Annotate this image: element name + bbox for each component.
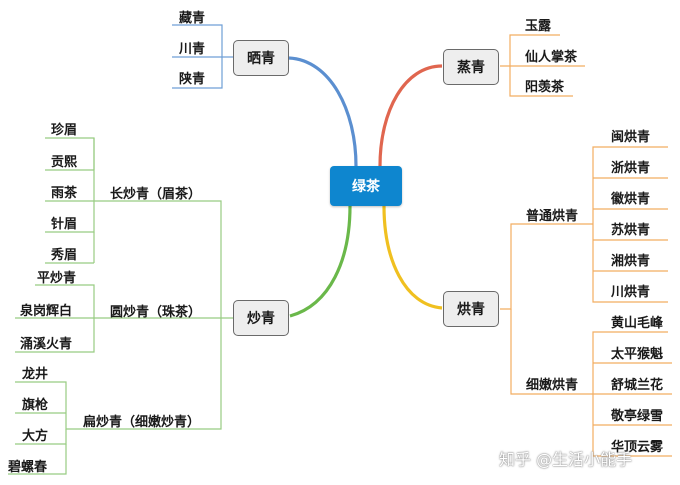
shaiqing-leaf-lines <box>172 24 233 89</box>
leaf-node[interactable]: 藏青 <box>179 11 206 26</box>
branch-chaoqing[interactable]: 炒青 <box>233 300 289 336</box>
leaf-node[interactable]: 龙井 <box>22 367 49 382</box>
leaf-node[interactable]: 舒城兰花 <box>611 378 664 393</box>
leaf-node[interactable]: 碧螺春 <box>8 460 48 475</box>
branch-shaiqing-label: 晒青 <box>247 51 275 67</box>
leaf-node[interactable]: 黄山毛峰 <box>611 316 664 331</box>
watermark-text: 知乎 @生活小能手 <box>499 450 633 469</box>
sub-branch[interactable]: 扁炒青（细嫩炒青） <box>83 415 201 430</box>
leaf-node[interactable]: 大方 <box>22 429 49 444</box>
leaf-node[interactable]: 徽烘青 <box>611 192 651 207</box>
leaf-node[interactable]: 川青 <box>179 42 206 57</box>
leaf-node[interactable]: 涌溪火青 <box>20 337 73 352</box>
leaf-node[interactable]: 针眉 <box>51 217 78 232</box>
branch-zhengqing[interactable]: 蒸青 <box>443 49 499 85</box>
leaf-node[interactable]: 闽烘青 <box>611 130 651 145</box>
branch-hongqing-label: 烘青 <box>457 302 485 318</box>
connector-root-shaiqing <box>288 56 358 167</box>
branch-zhengqing-label: 蒸青 <box>457 60 485 76</box>
zhengqing-leaf-lines <box>500 34 585 97</box>
leaf-node[interactable]: 玉露 <box>525 19 552 34</box>
branch-shaiqing[interactable]: 晒青 <box>233 40 289 76</box>
leaf-node[interactable]: 苏烘青 <box>611 223 651 238</box>
leaf-node[interactable]: 旗枪 <box>22 398 49 413</box>
chaoqing-tree-lines <box>8 137 233 475</box>
leaf-node[interactable]: 陕青 <box>179 72 206 87</box>
leaf-node[interactable]: 太平猴魁 <box>611 347 664 362</box>
leaf-node[interactable]: 秀眉 <box>51 248 78 263</box>
root-label: 绿茶 <box>352 179 380 195</box>
hongqing-tree-lines <box>500 146 672 457</box>
connector-root-hongqing <box>382 205 443 310</box>
leaf-node[interactable]: 雨茶 <box>51 186 78 201</box>
connector-root-chaoqing <box>289 205 352 318</box>
sub-branch[interactable]: 长炒青（眉茶） <box>110 187 202 202</box>
sub-branch[interactable]: 圆炒青（珠茶） <box>110 305 202 320</box>
leaf-node[interactable]: 泉岗辉白 <box>20 304 73 319</box>
branch-chaoqing-label: 炒青 <box>247 311 275 327</box>
connector-root-zhengqing <box>378 64 443 167</box>
leaf-node[interactable]: 浙烘青 <box>611 161 651 176</box>
branch-hongqing[interactable]: 烘青 <box>443 291 499 327</box>
root-node[interactable]: 绿茶 <box>330 166 402 206</box>
sub-branch[interactable]: 细嫩烘青 <box>526 378 579 393</box>
leaf-node[interactable]: 阳羡茶 <box>525 80 565 95</box>
leaf-node[interactable]: 仙人掌茶 <box>525 50 578 65</box>
leaf-node[interactable]: 敬亭绿雪 <box>611 409 664 424</box>
leaf-node[interactable]: 珍眉 <box>51 123 78 138</box>
leaf-node[interactable]: 华顶云雾 <box>611 440 664 455</box>
leaf-node[interactable]: 湘烘青 <box>611 254 651 269</box>
leaf-node[interactable]: 贡熙 <box>51 155 78 170</box>
sub-branch[interactable]: 普通烘青 <box>526 209 579 224</box>
leaf-node[interactable]: 平炒青 <box>37 271 77 286</box>
leaf-node[interactable]: 川烘青 <box>611 285 651 300</box>
